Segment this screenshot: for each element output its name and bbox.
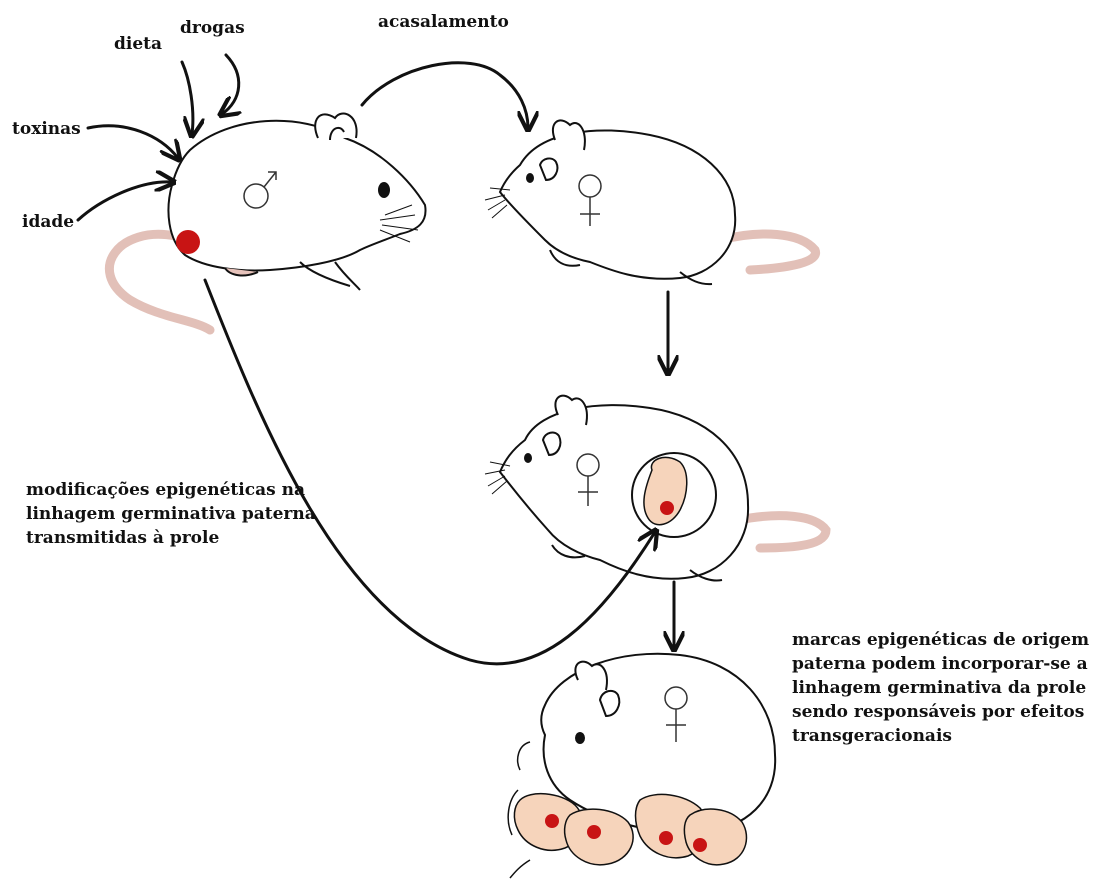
arrow-drogas <box>222 55 239 114</box>
embryo-in-uterus <box>632 453 716 537</box>
label-dieta: dieta <box>114 36 162 53</box>
embryo-epigenetic-mark <box>660 501 674 515</box>
label-drogas: drogas <box>180 20 245 37</box>
offspring-caption-line-5: transgeracionais <box>792 724 1089 748</box>
pup-epigenetic-mark-1 <box>545 814 559 828</box>
paternal-caption-line-2: linhagem germinativa paterna <box>26 502 316 526</box>
paternal-transmission-caption: modificações epigenéticas na linhagem ge… <box>26 478 316 550</box>
label-toxinas: toxinas <box>12 121 81 138</box>
female-mouse-body <box>500 130 735 278</box>
pregnant-mouse-tail <box>738 516 826 548</box>
arrow-acasalamento <box>362 63 528 128</box>
mother-mouse-eye <box>575 732 585 744</box>
male-mouse-ear <box>315 114 356 138</box>
arrow-idade <box>78 182 172 220</box>
arrow-toxinas <box>88 126 178 158</box>
paternal-caption-line-3: transmitidas à prole <box>26 526 316 550</box>
label-acasalamento: acasalamento <box>378 14 509 31</box>
female-mouse-eye <box>526 173 534 183</box>
paternal-caption-line-1: modificações epigenéticas na <box>26 478 316 502</box>
male-mouse-eye <box>378 182 390 198</box>
offspring-caption-line-4: sendo responsáveis por efeitos <box>792 700 1089 724</box>
pregnant-mouse-eye <box>524 453 532 463</box>
offspring-caption-line-2: paterna podem incorporar-se a <box>792 652 1089 676</box>
female-mouse-mating <box>485 120 816 284</box>
male-germline-epigenetic-mark <box>176 230 200 254</box>
transgenerational-caption: marcas epigenéticas de origem paterna po… <box>792 628 1089 748</box>
offspring-caption-line-3: linhagem germinativa da prole <box>792 676 1089 700</box>
female-mouse-tail <box>720 234 816 270</box>
arrow-dieta <box>182 62 193 134</box>
male-mouse <box>109 114 425 330</box>
pup-epigenetic-mark-2 <box>587 825 601 839</box>
label-idade: idade <box>22 214 74 231</box>
offspring-caption-line-1: marcas epigenéticas de origem <box>792 628 1089 652</box>
pup-4 <box>684 809 746 865</box>
pup-epigenetic-mark-3 <box>659 831 673 845</box>
pup-epigenetic-mark-4 <box>693 838 707 852</box>
